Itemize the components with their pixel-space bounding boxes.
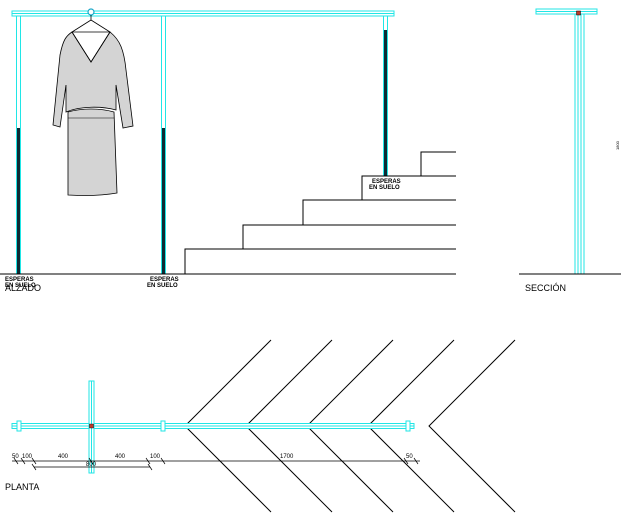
elevation-view: ESPERAS EN SUELO ESPERAS EN SUELO ESPERA…: [0, 8, 456, 293]
dim-50-left: 50: [12, 454, 19, 460]
esperas-label-right-2: EN SUELO: [369, 185, 400, 191]
esperas-label-middle-2: EN SUELO: [147, 283, 178, 289]
plan-rail: [11, 420, 415, 432]
dim-800: 800: [86, 462, 97, 468]
dim-400-left: 400: [58, 454, 69, 460]
plan-view: 50 100 400 400 100 800 1700 50 PLANTA: [5, 339, 516, 513]
garment-illustration: [52, 8, 134, 196]
dim-1700: 1700: [280, 454, 294, 460]
post-right: [383, 16, 388, 176]
dim-400-right: 400: [115, 454, 126, 460]
section-view: 1800 SECCIÓN: [519, 8, 621, 293]
planta-title: PLANTA: [5, 482, 39, 492]
dim-50-right: 50: [406, 454, 413, 460]
section-dimension: 1800: [615, 140, 620, 150]
seccion-title: SECCIÓN: [525, 283, 566, 293]
stairs: [184, 151, 456, 275]
alzado-title: ALZADO: [5, 283, 41, 293]
dimension-lines: [12, 457, 420, 471]
post-middle: [161, 16, 166, 274]
post-left: [16, 16, 21, 274]
esperas-label-left-2: EN SUELO: [5, 283, 36, 289]
esperas-label-left-1: ESPERAS: [5, 277, 34, 283]
esperas-label-right-1: ESPERAS: [372, 179, 401, 185]
dim-100-right: 100: [150, 454, 161, 460]
dim-100-left: 100: [22, 454, 33, 460]
esperas-label-middle-1: ESPERAS: [150, 277, 179, 283]
plan-cross-bar: [88, 380, 95, 474]
top-rail: [11, 10, 395, 17]
